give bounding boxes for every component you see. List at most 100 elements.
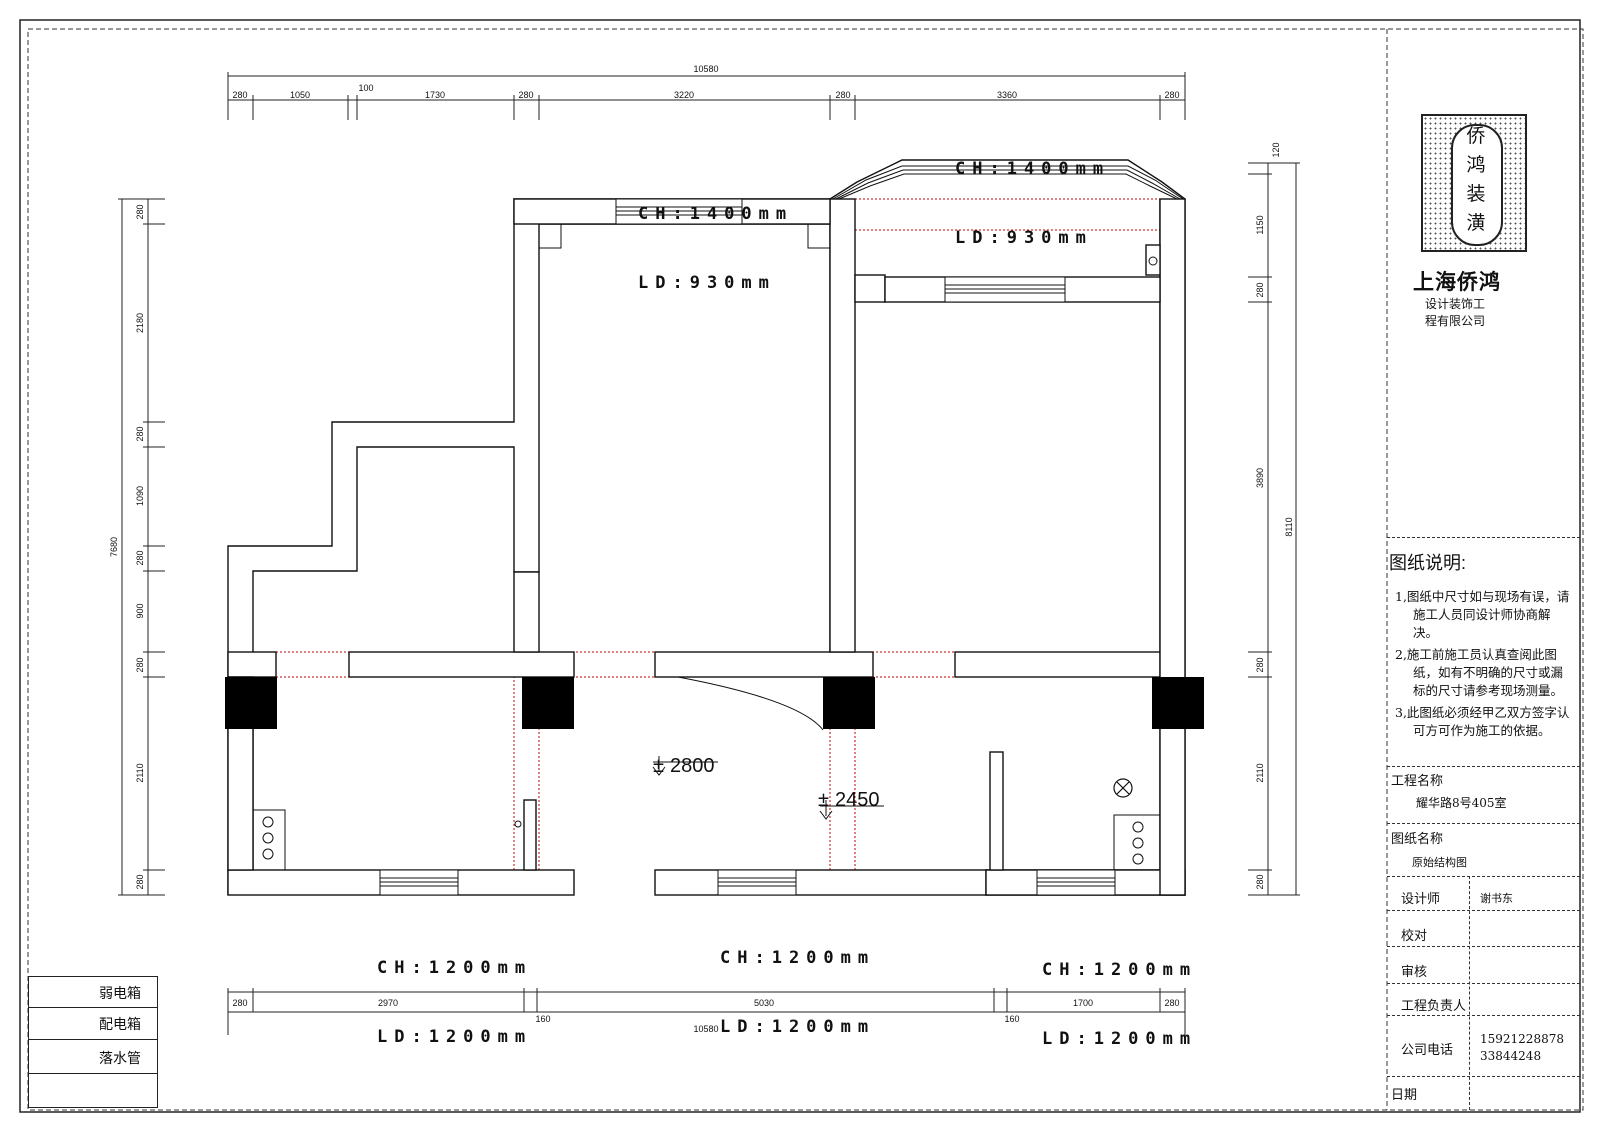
wall-vert-right-stub [989, 751, 1004, 871]
bay-window [832, 165, 1184, 200]
window-bottom-left [379, 869, 459, 896]
wall-mid-left [227, 651, 277, 678]
column [225, 677, 277, 729]
wall-mid-c [954, 651, 1161, 678]
svg-text:±: ± [653, 755, 664, 777]
elevation-label: 2800 [670, 755, 715, 777]
notes-list: 1,图纸中尺寸如与现场有误，请施工人员同设计师协商解决。 2,施工前施工员认真查… [1395, 588, 1575, 740]
windows [379, 198, 1116, 896]
logo-char: 装 [1466, 183, 1486, 205]
dim-right-seg: 3890 [1255, 468, 1265, 488]
bay-ledge [1145, 244, 1161, 276]
light-fixture-icon [1113, 778, 1133, 798]
designer-label: 设计师 [1401, 892, 1441, 907]
dim-right-seg: 280 [1255, 657, 1265, 672]
wall-mid-a [348, 651, 575, 678]
dim-bottom-seg: 280 [1164, 998, 1179, 1008]
window-bottom-mid [717, 869, 797, 896]
note-item: 1,图纸中尺寸如与现场有误，请施工人员同设计师协商解决。 [1395, 589, 1570, 640]
dim-right-total: 8110 [1284, 517, 1294, 536]
wall-bay-stub [854, 274, 886, 303]
wall-mid-b [654, 651, 874, 678]
column [823, 677, 875, 729]
dim-left-seg: 280 [135, 426, 145, 441]
dim-top-total: 10580 [693, 64, 718, 74]
date-label: 日期 [1391, 1088, 1418, 1103]
drawing-value: 原始结构图 [1412, 856, 1467, 869]
wall-vert-right [1159, 198, 1186, 896]
dim-left-seg: 2110 [135, 763, 145, 782]
pipe-small [514, 820, 522, 828]
dim-left-seg: 280 [135, 874, 145, 889]
company-logo: 侨 鸿 装 潢 [1421, 114, 1527, 252]
svg-text:±: ± [818, 789, 829, 811]
dim-left-seg: 1090 [135, 486, 145, 506]
phone-number: 15921228878 [1480, 1032, 1564, 1046]
dim-right-seg: 280 [1255, 282, 1265, 297]
pipe-bay [1148, 256, 1158, 266]
walls [227, 159, 1186, 896]
dim-top-seg: 1730 [425, 90, 445, 100]
columns [225, 677, 1204, 729]
legend-item: 弱电箱 [29, 977, 157, 1008]
note-item: 3,此图纸必须经甲乙双方签字认可方可作为施工的依据。 [1395, 705, 1570, 738]
dim-right-seg: 1150 [1255, 215, 1265, 234]
window-bottom-right [1036, 869, 1116, 896]
wall-vert-mid [829, 198, 856, 653]
company-subtitle: 设计装饰工 程有限公司 [1425, 296, 1485, 330]
drawing-label: 图纸名称 [1391, 832, 1444, 847]
wall-bottom-mid [654, 869, 987, 896]
window-ch-label: CH:1200mm [720, 948, 876, 968]
dim-bottom-seg: 2970 [378, 998, 398, 1008]
window-ch-label: CH:1400mm [638, 204, 794, 224]
window-ch-label: CH:1200mm [377, 958, 533, 978]
corner-posts [538, 223, 831, 249]
dim-bottom-seg: 280 [232, 998, 247, 1008]
dim-top-seg: 280 [518, 90, 533, 100]
dim-bottom-seg: 160 [1004, 1014, 1019, 1024]
legend-label: 落水管 [99, 1051, 141, 1067]
dim-right-seg: 2110 [1255, 763, 1265, 782]
dim-left-seg: 900 [135, 603, 145, 618]
dim-bottom-total: 10580 [693, 1024, 718, 1034]
left-dimensions [118, 198, 165, 896]
wall-vert-stub [523, 799, 537, 871]
legend-box: 弱电箱 配电箱 落水管 [28, 976, 158, 1108]
window-ch-label: CH:1400mm [955, 159, 1111, 179]
logo-char: 侨 [1466, 125, 1486, 147]
wall-vert-mid-left [513, 571, 540, 653]
window-ld-label: LD:1200mm [377, 1027, 533, 1047]
dim-left-seg: 280 [135, 550, 145, 565]
company-sub-line: 程有限公司 [1425, 314, 1486, 328]
dim-bottom-seg: 1700 [1073, 998, 1093, 1008]
legend-item: 落水管 [29, 1040, 157, 1074]
dim-top-seg: 1050 [290, 90, 310, 100]
company-name: 上海侨鸿 [1413, 271, 1501, 294]
column [1152, 677, 1204, 729]
dim-left-seg: 280 [135, 657, 145, 672]
window-ld-label: LD:930mm [638, 273, 776, 293]
window-ld-label: LD:1200mm [1042, 1029, 1198, 1049]
top-dimensions [227, 72, 1186, 120]
bottom-dimensions [227, 988, 1186, 1035]
project-value: 耀华路8号405室 [1416, 796, 1507, 810]
dim-right-seg: 280 [1255, 874, 1265, 889]
window-ld-label: LD:930mm [955, 228, 1093, 248]
window-top-mid [615, 198, 743, 225]
dim-left-seg: 280 [135, 204, 145, 219]
review-label: 审核 [1401, 965, 1428, 980]
check-label: 校对 [1401, 929, 1428, 944]
right-dimensions [1248, 162, 1300, 896]
logo-char: 潢 [1466, 212, 1486, 234]
designer-value: 谢书东 [1480, 892, 1513, 905]
notes-title: 图纸说明: [1389, 553, 1467, 573]
legend-item: 配电箱 [29, 1008, 157, 1040]
window-right-inner [944, 276, 1066, 303]
phone-number: 33844248 [1480, 1049, 1542, 1063]
drainpipe-cluster-left [252, 809, 286, 871]
wall-left-inner [252, 223, 831, 870]
door-swing [677, 676, 824, 731]
dim-left-total: 7680 [109, 537, 119, 557]
dim-top-seg: 280 [835, 90, 850, 100]
